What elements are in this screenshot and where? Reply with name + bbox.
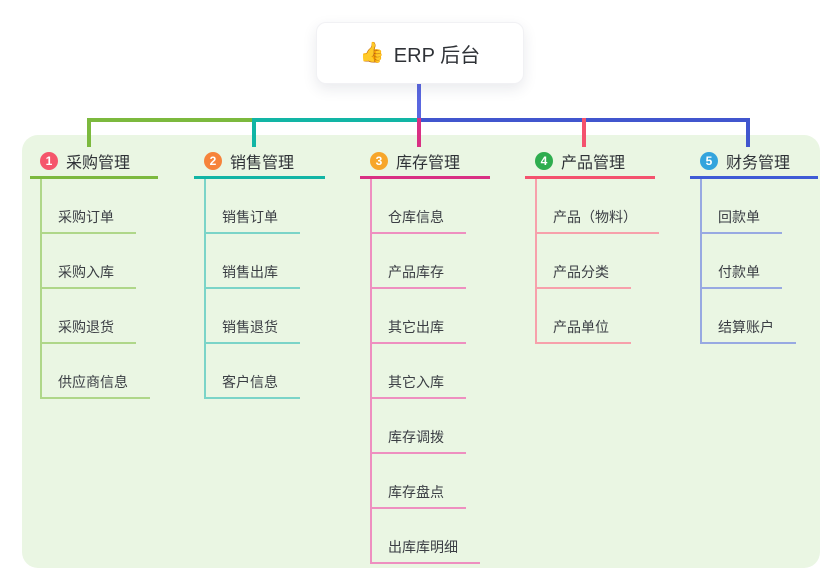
tree-node[interactable]: 产品单位	[535, 289, 659, 344]
bus-line-middle	[252, 118, 418, 122]
branch-items-finance: 回款单 付款单 结算账户	[700, 179, 796, 344]
tree-node[interactable]: 其它出库	[370, 289, 480, 344]
badge-2-icon: 2	[204, 152, 222, 170]
tree-node[interactable]: 付款单	[700, 234, 796, 289]
branch-head-purchase[interactable]: 1 采购管理	[30, 146, 158, 179]
badge-3-icon: 3	[370, 152, 388, 170]
branch-label-product: 产品管理	[561, 155, 626, 172]
tree-node[interactable]: 回款单	[700, 179, 796, 234]
branch-items-sales: 销售订单 销售出库 销售退货 客户信息	[204, 179, 300, 399]
tree-node[interactable]: 销售订单	[204, 179, 300, 234]
tree-node[interactable]: 采购订单	[40, 179, 150, 234]
tree-node[interactable]: 销售退货	[204, 289, 300, 344]
drop-line-sales	[252, 118, 256, 147]
branch-connector-inventory	[370, 179, 372, 564]
branches-panel	[22, 135, 820, 568]
tree-node[interactable]: 产品（物料）	[535, 179, 659, 234]
branch-connector-finance	[700, 179, 702, 344]
branch-label-purchase: 采购管理	[66, 155, 131, 172]
tree-node[interactable]: 其它入库	[370, 344, 480, 399]
tree-node[interactable]: 客户信息	[204, 344, 300, 399]
drop-line-product	[582, 118, 586, 147]
tree-node[interactable]: 产品库存	[370, 234, 480, 289]
tree-node[interactable]: 采购退货	[40, 289, 150, 344]
badge-1-icon: 1	[40, 152, 58, 170]
branch-label-finance: 财务管理	[726, 155, 791, 172]
thumbs-up-icon: 👍	[359, 42, 385, 64]
tree-node[interactable]: 产品分类	[535, 234, 659, 289]
branch-head-sales[interactable]: 2 销售管理	[194, 146, 325, 179]
branch-label-inventory: 库存管理	[396, 155, 461, 172]
branch-connector-purchase	[40, 179, 42, 399]
tree-node[interactable]: 供应商信息	[40, 344, 150, 399]
root-node[interactable]: 👍 ERP 后台	[316, 22, 524, 84]
badge-5-icon: 5	[700, 152, 718, 170]
bus-line-left	[87, 118, 254, 122]
branch-items-inventory: 仓库信息 产品库存 其它出库 其它入库 库存调拨 库存盘点 出库库明细	[370, 179, 480, 564]
branch-connector-product	[535, 179, 537, 344]
tree-node[interactable]: 采购入库	[40, 234, 150, 289]
root-node-label: ERP 后台	[393, 44, 481, 67]
drop-line-finance	[746, 118, 750, 147]
branch-head-product[interactable]: 4 产品管理	[525, 146, 655, 179]
branch-head-inventory[interactable]: 3 库存管理	[360, 146, 490, 179]
branch-connector-sales	[204, 179, 206, 399]
tree-node[interactable]: 销售出库	[204, 234, 300, 289]
tree-node[interactable]: 仓库信息	[370, 179, 480, 234]
badge-4-icon: 4	[535, 152, 553, 170]
drop-line-inventory	[417, 118, 421, 147]
tree-node[interactable]: 出库库明细	[370, 509, 480, 564]
branch-label-sales: 销售管理	[230, 155, 295, 172]
tree-node[interactable]: 结算账户	[700, 289, 796, 344]
branch-items-product: 产品（物料） 产品分类 产品单位	[535, 179, 659, 344]
branch-head-finance[interactable]: 5 财务管理	[690, 146, 818, 179]
tree-node[interactable]: 库存盘点	[370, 454, 480, 509]
root-connector-line	[417, 81, 421, 119]
tree-node[interactable]: 库存调拨	[370, 399, 480, 454]
drop-line-purchase	[87, 118, 91, 147]
branch-items-purchase: 采购订单 采购入库 采购退货 供应商信息	[40, 179, 150, 399]
